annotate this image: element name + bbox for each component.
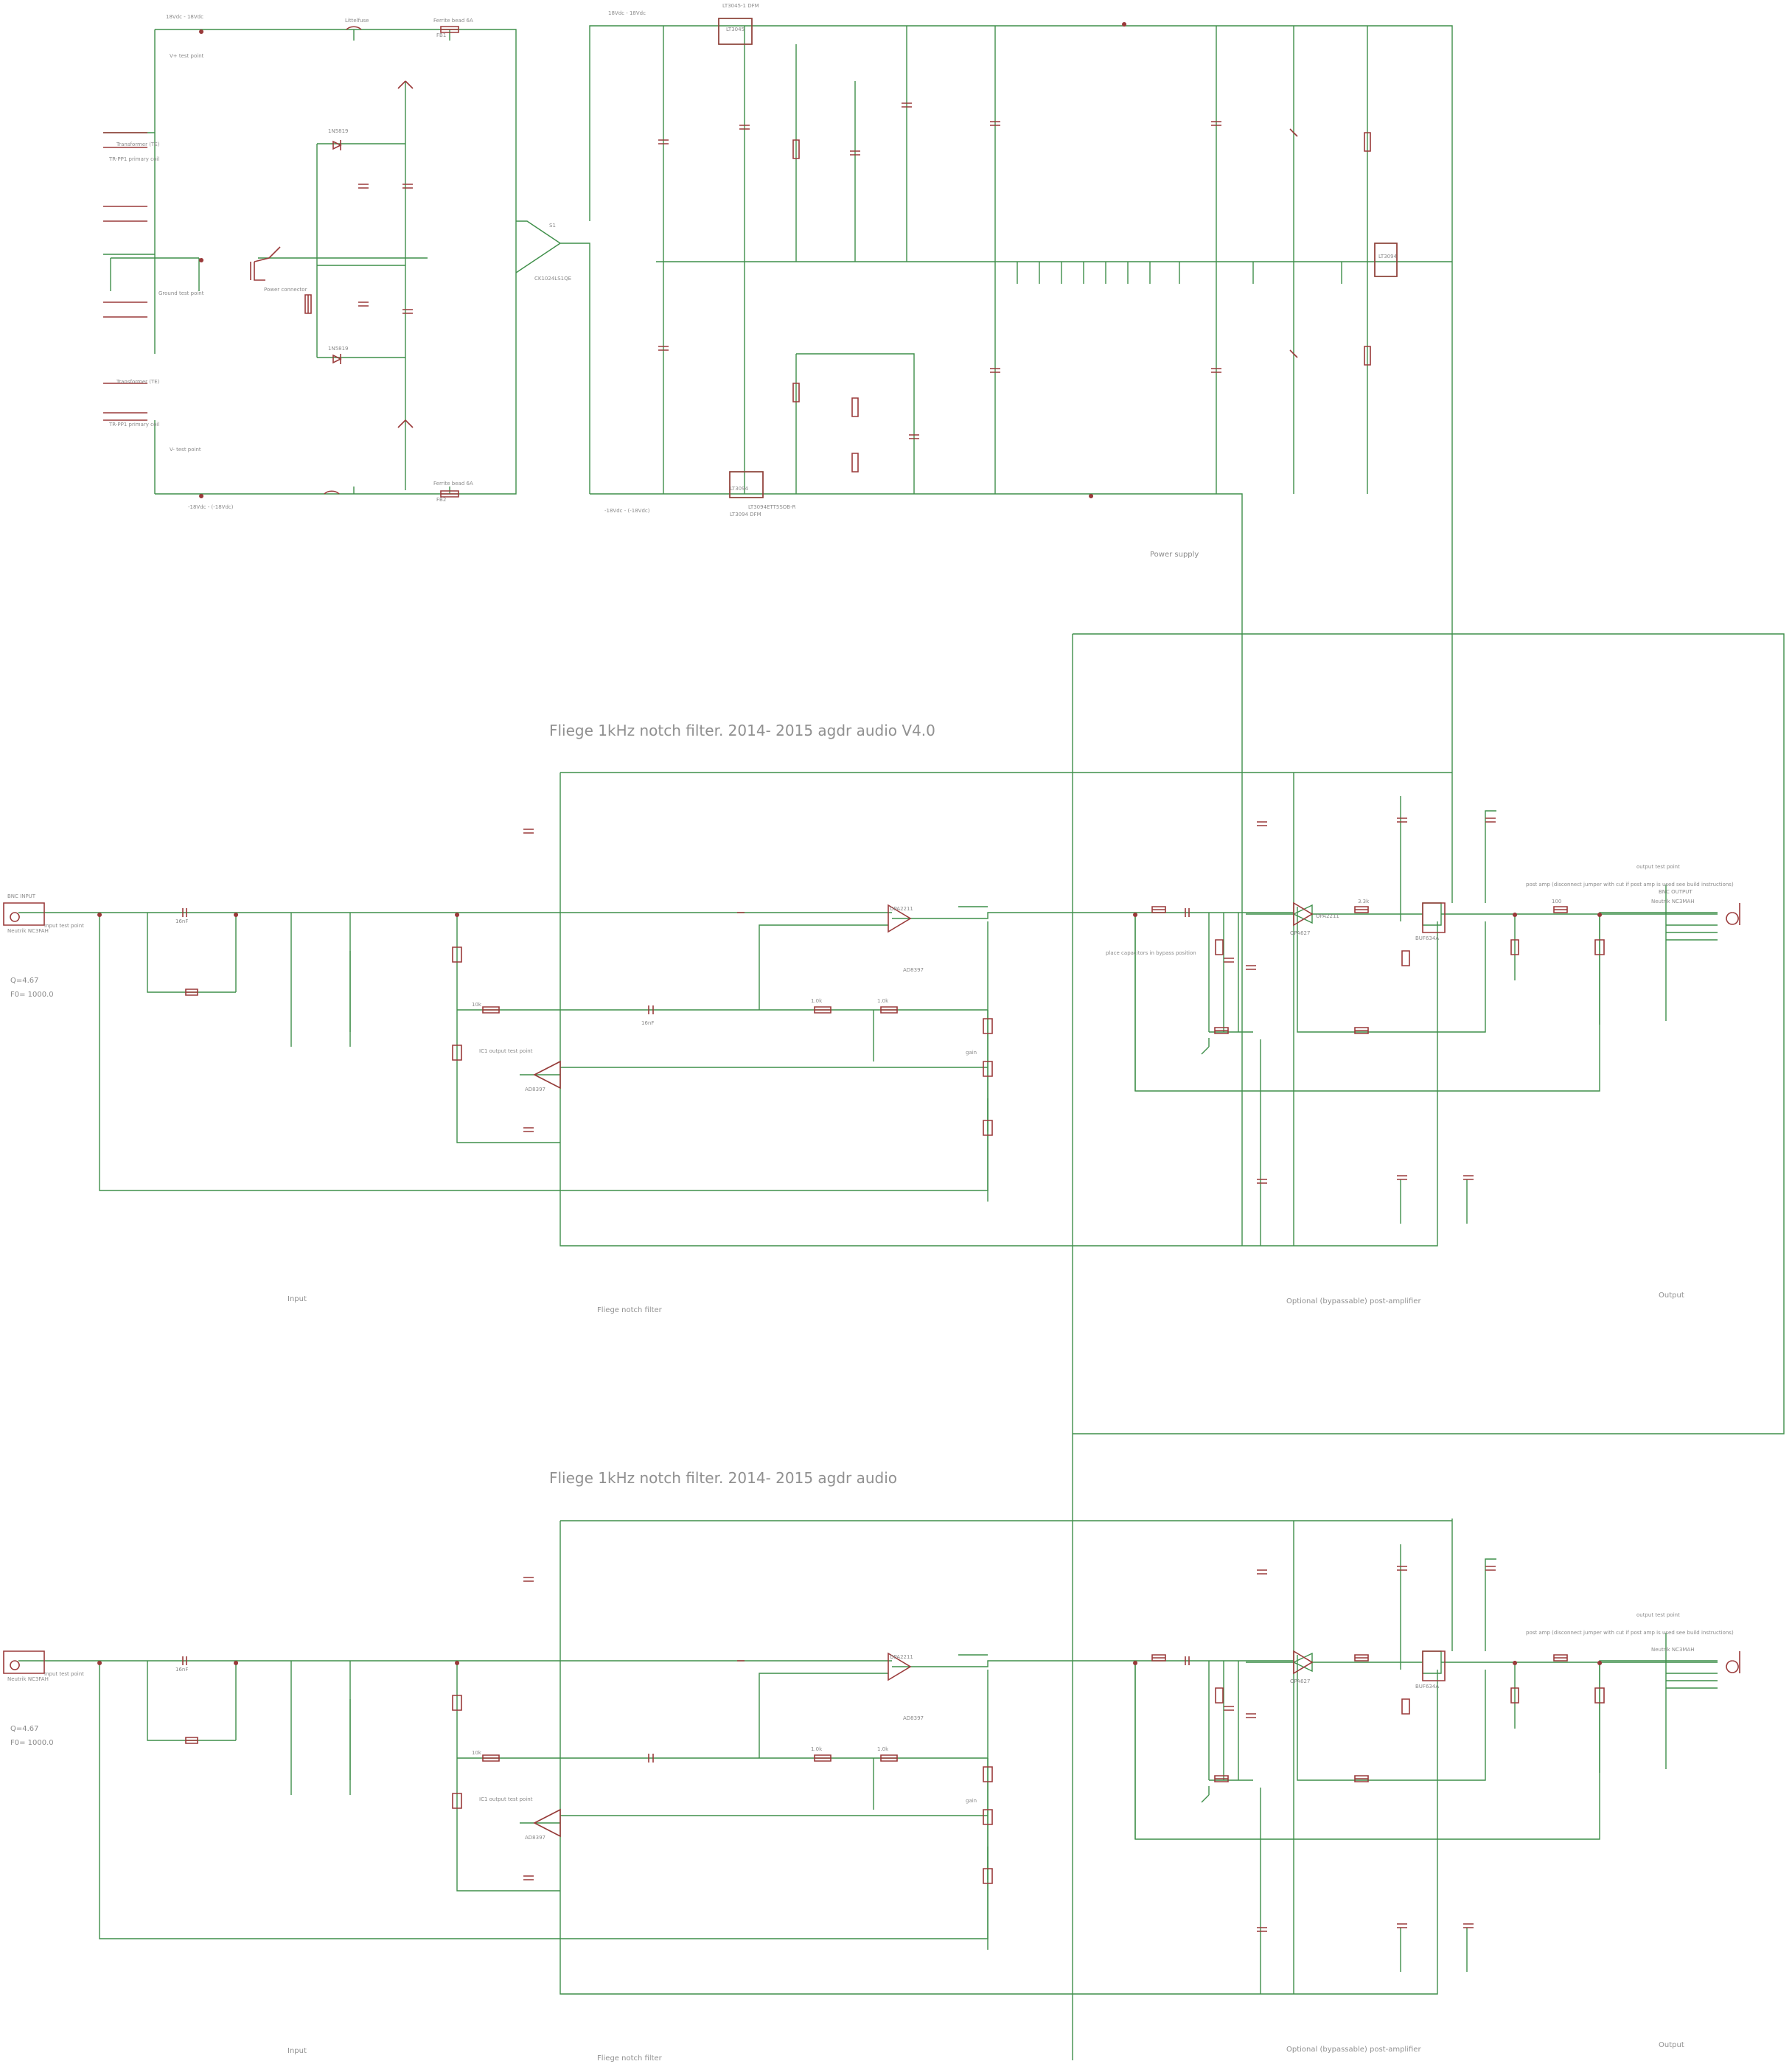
test-point-label: output test point <box>1636 1612 1680 1618</box>
res-value: 1.0k <box>877 998 889 1004</box>
note-label: gain <box>966 1798 977 1804</box>
buffer-label: BUF634A <box>1415 1684 1439 1690</box>
jack-label: BNC OUTPUT <box>1659 889 1692 895</box>
note-label: post amp (disconnect jumper with cut if … <box>1526 882 1734 888</box>
res-value: 1.0k <box>811 998 823 1004</box>
res-value: 3.3k <box>1358 899 1370 904</box>
trafo-label: TR-PP1 primary coil <box>108 422 159 428</box>
test-point-label: Ground test point <box>158 290 204 296</box>
section-label: Power supply <box>1150 551 1199 559</box>
jack-label: BNC INPUT <box>7 893 36 899</box>
opamp-label: AD8397 <box>525 1835 545 1841</box>
ferrite-designator: FB1 <box>436 32 446 38</box>
param-q: Q=4.67 <box>10 977 39 985</box>
section-label: Optional (bypassable) post-amplifier <box>1286 2046 1421 2054</box>
cap-value: 16nF <box>175 918 188 924</box>
jack-label: Neutrik NC3MAH <box>1651 1647 1695 1653</box>
rail-label: -18Vdc - (-18Vdc) <box>188 504 234 510</box>
regulator-package: LT3045-1 DFM <box>722 3 759 9</box>
power-supply-right: 18Vdc - 18Vdc -18Vdc - (-18Vdc) LT3045-1… <box>589 3 1453 634</box>
section-label: Output <box>1659 1291 1684 1300</box>
param-q: Q=4.67 <box>10 1725 39 1733</box>
rail-label: 18Vdc - 18Vdc <box>608 10 646 16</box>
opamp-designator: OPA2211 <box>890 1654 913 1660</box>
param-f0: F0= 1000.0 <box>10 991 54 999</box>
jack-label: Neutrik NC3FAH <box>7 1676 49 1682</box>
section-label: Input <box>287 2047 307 2055</box>
cap-value: 16nF <box>641 1020 654 1026</box>
trafo-label: TR-PP1 primary coil <box>108 156 159 162</box>
rail-label: 18Vdc - 18Vdc <box>166 14 203 20</box>
opamp-label: OPA627 <box>1290 930 1310 936</box>
opamp-label: AD8397 <box>525 1087 545 1092</box>
res-value: 10k <box>472 1750 482 1756</box>
section-label: Input <box>287 1295 307 1303</box>
jack-label: Neutrik NC3FAH <box>7 928 49 934</box>
test-point-label: Input test point <box>44 923 84 929</box>
channel-2: OPA2211 AD8397 AD8397 OPA627 BUF634A 16n… <box>3 1519 1740 2063</box>
res-value: 1.0k <box>877 1746 889 1752</box>
regulator-package: LT3094 DFM <box>730 512 761 517</box>
interconnect-wires <box>1072 633 1785 2060</box>
section-label: Fliege notch filter <box>597 2054 663 2063</box>
opamp-label: OPA627 <box>1290 1678 1310 1684</box>
param-f0: F0= 1000.0 <box>10 1739 54 1747</box>
diode-label: 1N5819 <box>328 346 349 352</box>
diode-label: 1N5819 <box>328 128 349 134</box>
jack-label: Power connector <box>264 287 307 293</box>
note-label: post amp (disconnect jumper with cut if … <box>1526 1630 1734 1636</box>
power-supply-left: 18Vdc - 18Vdc -18Vdc - (-18Vdc) Littelfu… <box>103 14 590 510</box>
section-label: Optional (bypassable) post-amplifier <box>1286 1297 1421 1305</box>
regulator-part: LT3094ETT5SOB-R <box>748 504 796 510</box>
buffer-label: BUF634A <box>1415 935 1439 941</box>
jack-label: Neutrik NC3MAH <box>1651 899 1695 904</box>
regulator-label: LT3045 <box>726 27 745 32</box>
test-point-label: Input test point <box>44 1671 84 1677</box>
switch-designator: S1 <box>549 223 556 229</box>
diagram-title: Fliege 1kHz notch filter. 2014- 2015 agd… <box>549 1469 897 1487</box>
test-point-label: V- test point <box>170 447 201 453</box>
channel-1: OPA2211 AD8397 AD8397 OPA627 OPA2211 BUF… <box>3 770 1740 1314</box>
switch-label: CK1024LS1QE <box>534 276 571 282</box>
ferrite-label: Ferrite bead 6A <box>433 481 473 487</box>
note-label: gain <box>966 1050 977 1056</box>
rail-label: -18Vdc - (-18Vdc) <box>604 508 650 514</box>
section-label: Output <box>1659 2041 1684 2049</box>
cap-value: 16nF <box>175 1667 188 1673</box>
ferrite-label: Ferrite bead 6A <box>433 18 473 24</box>
test-point-label: IC1 output test point <box>479 1796 533 1802</box>
res-value: 100 <box>1552 899 1561 904</box>
res-value: 1.0k <box>811 1746 823 1752</box>
note-label: place capacitors in bypass position <box>1106 950 1196 956</box>
opamp-label: AD8397 <box>903 1715 924 1721</box>
opamp-designator: OPA2211 <box>890 906 913 912</box>
test-point-label: IC1 output test point <box>479 1048 533 1054</box>
regulator-label: LT3094 <box>730 486 749 492</box>
res-value: 10k <box>472 1002 482 1008</box>
regulator-side: LT3094 <box>1378 254 1398 259</box>
section-label: Fliege notch filter <box>597 1306 663 1314</box>
opamp-label: AD8397 <box>903 967 924 973</box>
test-point-label: output test point <box>1636 864 1680 870</box>
ferrite-designator: FB2 <box>436 497 446 503</box>
trafo-label: Transformer (TE) <box>116 142 160 147</box>
fuse-label: Littelfuse <box>345 18 369 24</box>
opamp-designator: OPA2211 <box>1316 913 1339 919</box>
diagram-title: Fliege 1kHz notch filter. 2014- 2015 agd… <box>549 722 935 739</box>
test-point-label: V+ test point <box>170 53 204 59</box>
trafo-label: Transformer (TE) <box>116 379 160 385</box>
